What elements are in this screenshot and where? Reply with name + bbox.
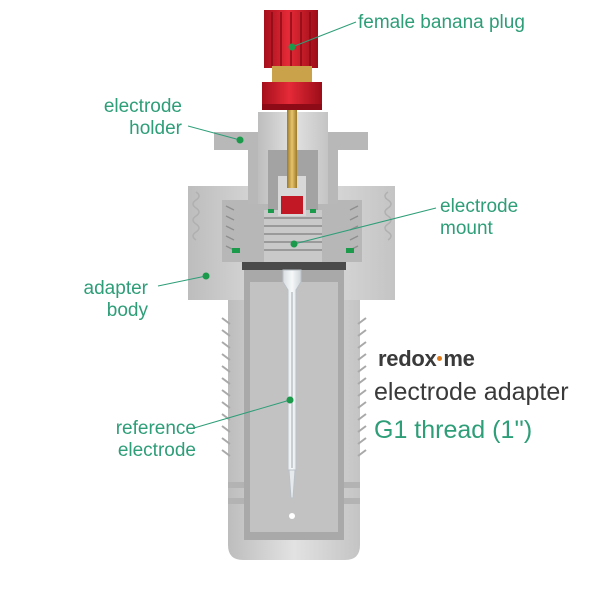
leader-lines [157, 21, 437, 429]
label-adapter-body-line1: adapter [83, 278, 148, 299]
marker-reference-electrode [286, 396, 294, 404]
banana-plug-shape [262, 10, 322, 110]
label-adapter-body-line2: body [106, 300, 148, 321]
marker-banana-plug [288, 43, 296, 51]
leader-adapter-body [157, 275, 207, 287]
label-adapter-body: adapter body [84, 278, 148, 322]
reference-electrode-shape [282, 269, 302, 499]
leader-banana-plug [291, 21, 357, 48]
label-electrode-mount-line1: electrode [440, 196, 519, 217]
brand-dot [437, 356, 443, 362]
marker-electrode-mount [290, 240, 298, 248]
label-reference-electrode-line1: reference [115, 418, 196, 439]
label-female-banana-plug: female banana plug [358, 12, 525, 34]
brand-name-part2: me [443, 346, 475, 371]
label-electrode-holder: electrode holder [104, 96, 182, 140]
product-title: electrode adapter [374, 378, 569, 406]
label-electrode-holder-line2: holder [129, 118, 182, 139]
marker-dots [202, 43, 298, 404]
marker-electrode-holder [236, 136, 244, 144]
brand-name-part1: redox [378, 346, 437, 371]
label-female-banana-plug-line1: female banana plug [358, 12, 525, 33]
brass-rod-shape [287, 76, 297, 188]
label-reference-electrode: reference electrode [116, 418, 196, 462]
label-electrode-mount: electrode mount [440, 196, 518, 240]
label-electrode-holder-line1: electrode [103, 96, 182, 117]
label-electrode-mount-line2: mount [440, 218, 493, 239]
product-thread-spec: G1 thread (1'') [374, 416, 533, 444]
label-reference-electrode-line2: electrode [117, 440, 196, 461]
leader-electrode-mount [293, 207, 437, 245]
marker-adapter-body [202, 272, 210, 280]
leader-electrode-holder [187, 125, 241, 141]
electrode-mount-shape [232, 176, 354, 270]
leader-reference-electrode [193, 399, 291, 429]
